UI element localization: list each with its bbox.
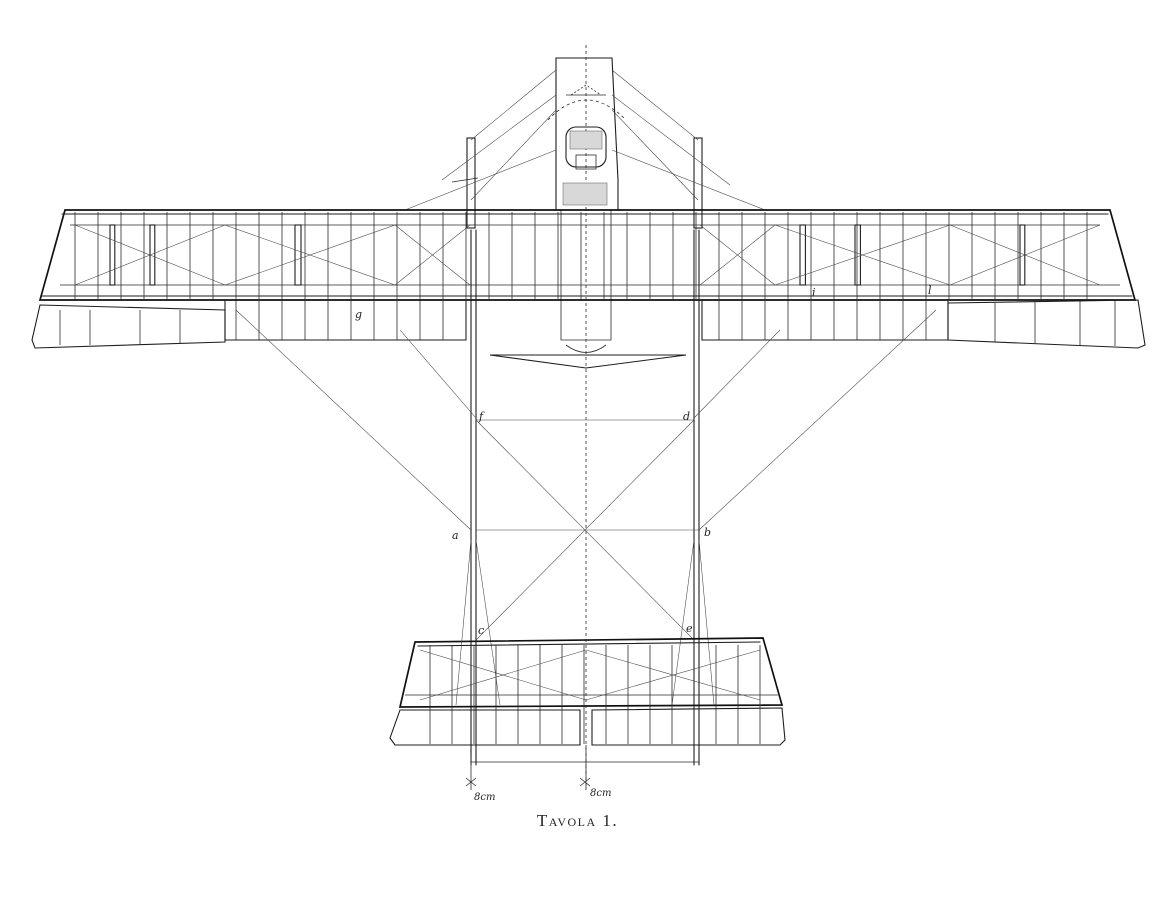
point-label-l: l [928,284,932,297]
dimension-line [465,745,699,790]
point-label-d: d [683,410,690,423]
cabane-struts [404,69,766,229]
tail-ribs [419,645,761,744]
wing-compression-strut [799,224,806,286]
wing-ribs [74,212,1088,340]
wing-brace-wire [224,224,396,286]
plate-caption: Tavola 1. [536,811,619,830]
tail-brace-wire [419,649,587,701]
point-label-e: e [686,622,693,635]
wing-brace-wire [394,224,471,286]
right-aileron [947,299,1146,349]
point-label-g: g [355,308,362,321]
dimension-label-center: 8cm [590,788,611,799]
point-label-c: c [478,624,484,637]
left-aileron [31,304,226,349]
wing-compression-strut [294,224,302,286]
canard-strip [489,354,687,369]
point-label-a: a [452,529,459,542]
fuel-tank [562,182,608,206]
wing-compression-strut [854,224,861,286]
tail-boom-bracing [235,229,937,766]
cockpit-seat [565,126,607,170]
wing-brace-wire [699,224,776,286]
main-wing [38,209,1137,341]
wing-brace-wire [74,224,226,286]
dimension-label-left: 8cm [474,792,495,803]
point-label-i: i [812,286,816,299]
tail-brace-wire [585,649,761,701]
wing-compression-strut [1019,224,1026,286]
wing-compression-strut [109,224,116,286]
point-label-b: b [704,526,711,539]
wing-brace-wire [774,224,951,286]
wing-brace-wire [949,224,1101,286]
engine-cowl-dashed [547,84,627,121]
wing-bracing [74,224,1101,286]
tail-plane [389,637,786,746]
point-label-f: f [478,410,485,423]
